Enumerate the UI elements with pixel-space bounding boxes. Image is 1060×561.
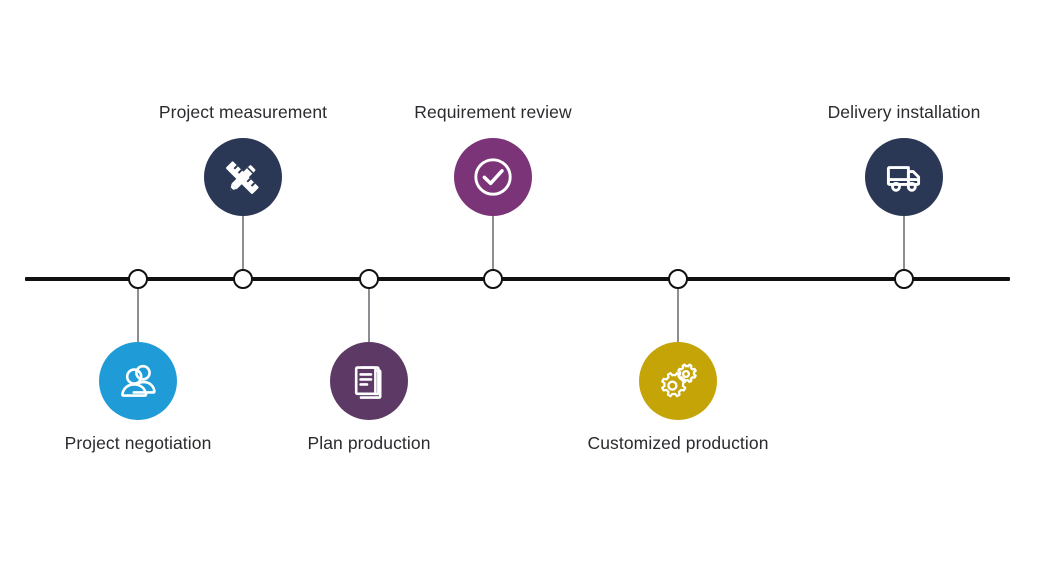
timeline-node-marker-1[interactable] bbox=[128, 269, 148, 289]
timeline-node-marker-4[interactable] bbox=[483, 269, 503, 289]
step-label-6: Delivery installation bbox=[827, 102, 981, 122]
connector-stem-6 bbox=[903, 216, 905, 279]
step-label-3: Plan production bbox=[307, 433, 431, 453]
two-people-icon bbox=[116, 359, 160, 403]
connector-stem-1 bbox=[137, 279, 139, 342]
timeline-node-marker-3[interactable] bbox=[359, 269, 379, 289]
step-icon-bubble-3[interactable] bbox=[330, 342, 408, 420]
documents-icon bbox=[348, 360, 390, 402]
connector-stem-4 bbox=[492, 216, 494, 279]
timeline-axis bbox=[25, 277, 1010, 281]
gears-icon bbox=[656, 359, 700, 403]
step-icon-bubble-6[interactable] bbox=[865, 138, 943, 216]
step-label-4: Requirement review bbox=[414, 102, 572, 122]
connector-stem-5 bbox=[677, 279, 679, 342]
timeline-node-marker-5[interactable] bbox=[668, 269, 688, 289]
step-icon-bubble-5[interactable] bbox=[639, 342, 717, 420]
timeline-node-marker-2[interactable] bbox=[233, 269, 253, 289]
connector-stem-3 bbox=[368, 279, 370, 342]
pencil-ruler-icon bbox=[222, 156, 264, 198]
step-label-1: Project negotiation bbox=[64, 433, 212, 453]
connector-stem-2 bbox=[242, 216, 244, 279]
check-circle-icon bbox=[470, 154, 516, 200]
step-label-2: Project measurement bbox=[158, 102, 328, 122]
step-icon-bubble-1[interactable] bbox=[99, 342, 177, 420]
timeline-node-marker-6[interactable] bbox=[894, 269, 914, 289]
step-label-5: Customized production bbox=[587, 433, 769, 453]
step-icon-bubble-4[interactable] bbox=[454, 138, 532, 216]
delivery-truck-icon bbox=[882, 155, 926, 199]
step-icon-bubble-2[interactable] bbox=[204, 138, 282, 216]
